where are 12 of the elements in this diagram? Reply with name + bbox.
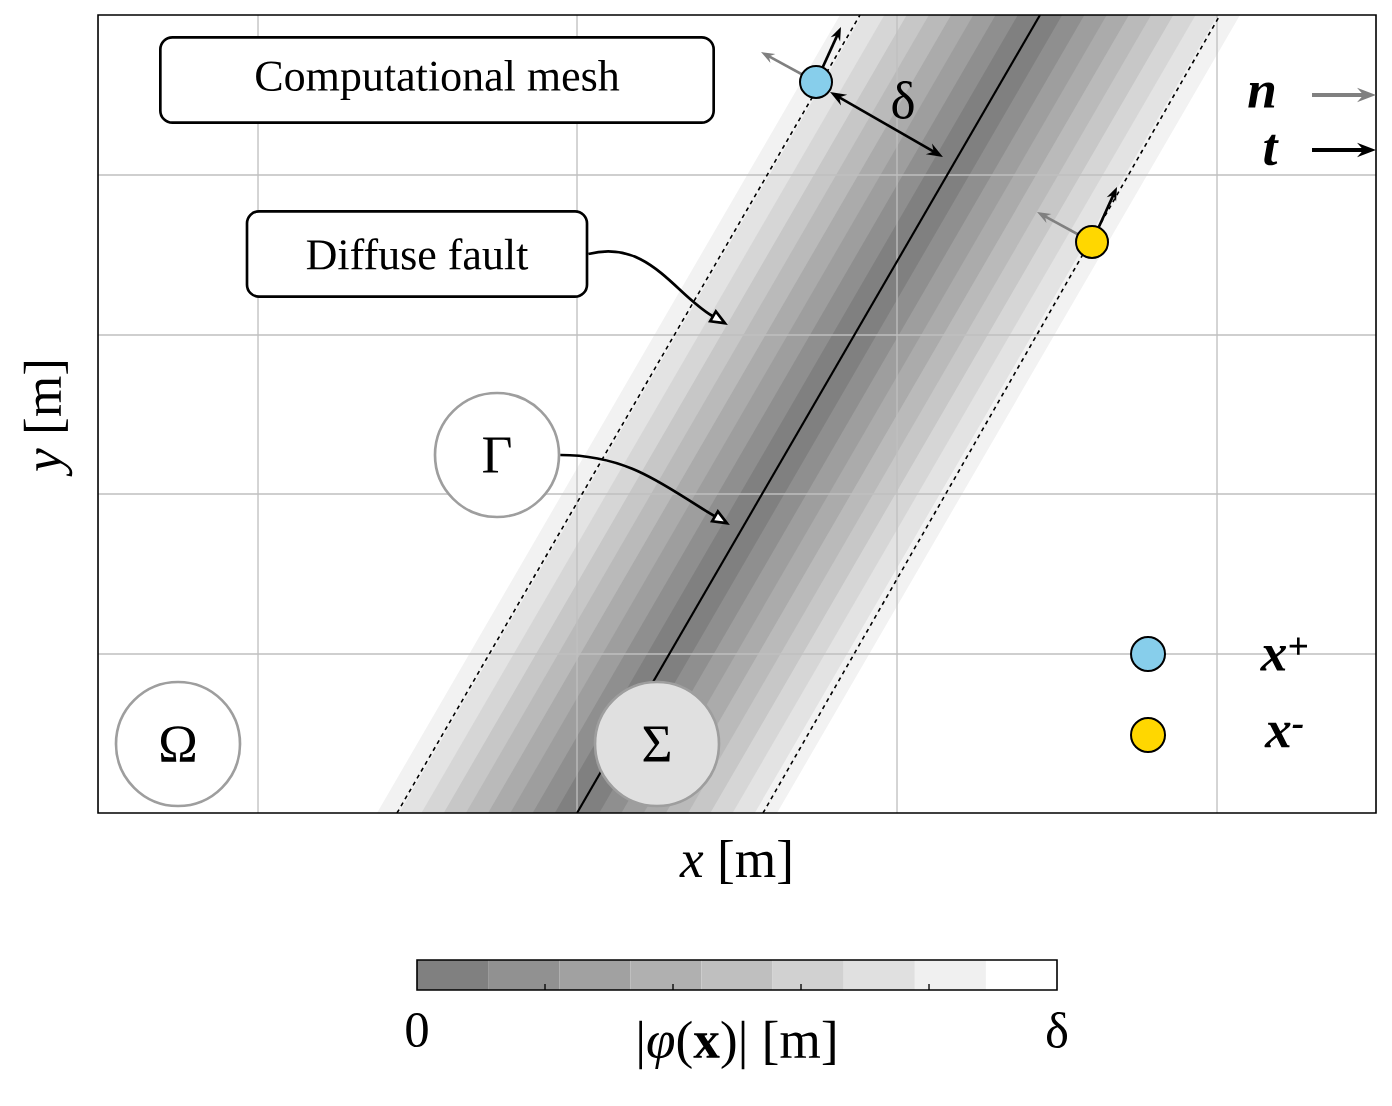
axis-label: y [m] [23, 361, 73, 477]
colorbar-label: |φ(x)| [m] [639, 1020, 835, 1070]
tick-label: 0 [406, 1012, 428, 1048]
label-box: Diffuse fault [245, 210, 589, 298]
legend-label: x$^{+}$ [1260, 637, 1307, 671]
legend-label: x$^{-}$ [1264, 722, 1303, 748]
axis-label: x [m] [679, 839, 791, 885]
legend-label: t [1264, 134, 1279, 166]
tick-label: δ [1046, 1012, 1068, 1048]
label-box: Computational mesh [159, 36, 715, 124]
legend-label: n [1248, 82, 1275, 108]
dimension-label: δ [892, 81, 914, 119]
